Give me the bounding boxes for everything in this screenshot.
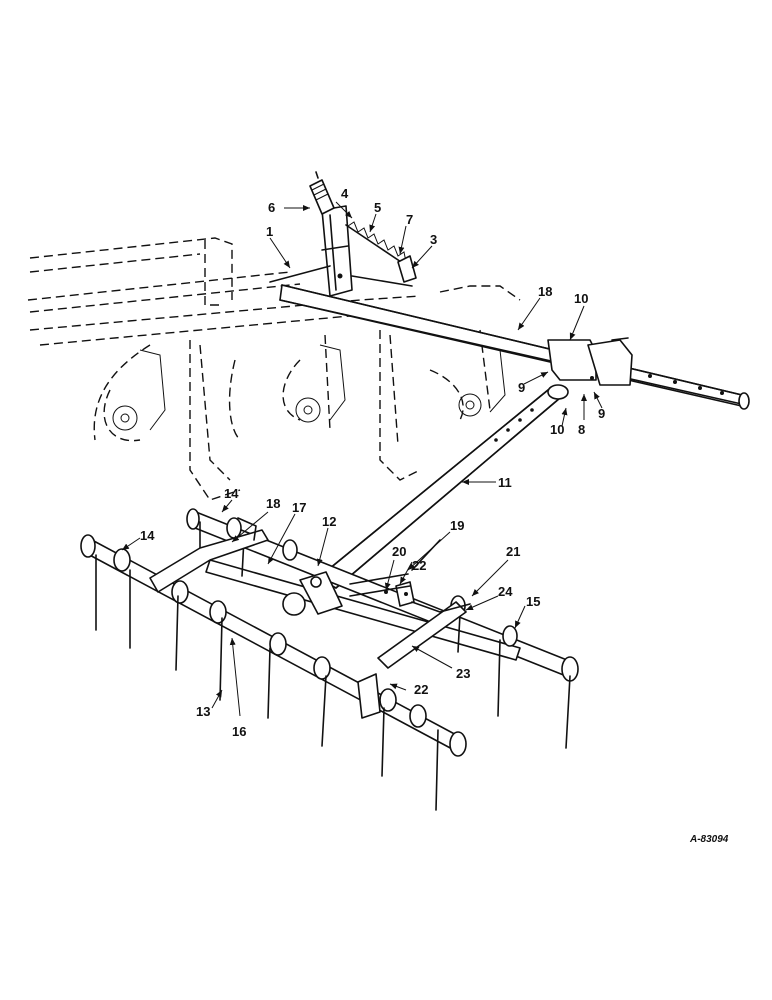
callout-16: 16: [232, 724, 246, 739]
tool-bar: [279, 284, 750, 410]
callout-7: 7: [406, 212, 413, 227]
callout-5: 5: [374, 200, 381, 215]
callout-14a: 14: [224, 486, 239, 501]
adjusting-rods: [269, 265, 413, 287]
callout-11: 11: [498, 475, 512, 490]
callout-21: 21: [506, 544, 520, 559]
callout-20: 20: [392, 544, 406, 559]
callout-10b: 10: [550, 422, 564, 437]
leader-lines: [121, 201, 603, 717]
callout-12: 12: [322, 514, 336, 529]
callout-24: 24: [498, 584, 513, 599]
disc-coulters: [112, 344, 506, 431]
harrow-hitch-bracket: [149, 517, 471, 719]
drawbar: [317, 384, 569, 589]
harrow-tube-middle: [205, 559, 521, 661]
callout-18: 18: [266, 496, 280, 511]
callout-6: 6: [268, 200, 275, 215]
callout-15: 15: [526, 594, 540, 609]
callout-23: 23: [456, 666, 470, 681]
callout-17: 17: [292, 500, 306, 515]
callout-22a: 22: [412, 558, 426, 573]
callout-3: 3: [430, 232, 437, 247]
callout-labels: 1 18 3 4 5 6 7 8 9 9 10 10 11 12 13 14 1…: [140, 186, 729, 845]
callout-2: 18: [538, 284, 552, 299]
callout-9a: 9: [518, 380, 525, 395]
callout-10a: 10: [574, 291, 588, 306]
compression-spring: [345, 221, 417, 283]
callout-8: 8: [578, 422, 585, 437]
implement-frame-outline: [27, 237, 521, 501]
callout-22b: 22: [414, 682, 428, 697]
callout-4: 4: [341, 186, 349, 201]
callout-9b: 9: [598, 406, 605, 421]
reference-code: A-83094: [689, 834, 729, 845]
callout-14b: 14: [140, 528, 155, 543]
clamp-bracket: [547, 337, 633, 386]
spring-teeth: [95, 521, 571, 811]
callout-13: 13: [196, 704, 210, 719]
mast-assembly: [309, 171, 353, 297]
callout-1: 1: [266, 224, 273, 239]
callout-19: 19: [450, 518, 464, 533]
